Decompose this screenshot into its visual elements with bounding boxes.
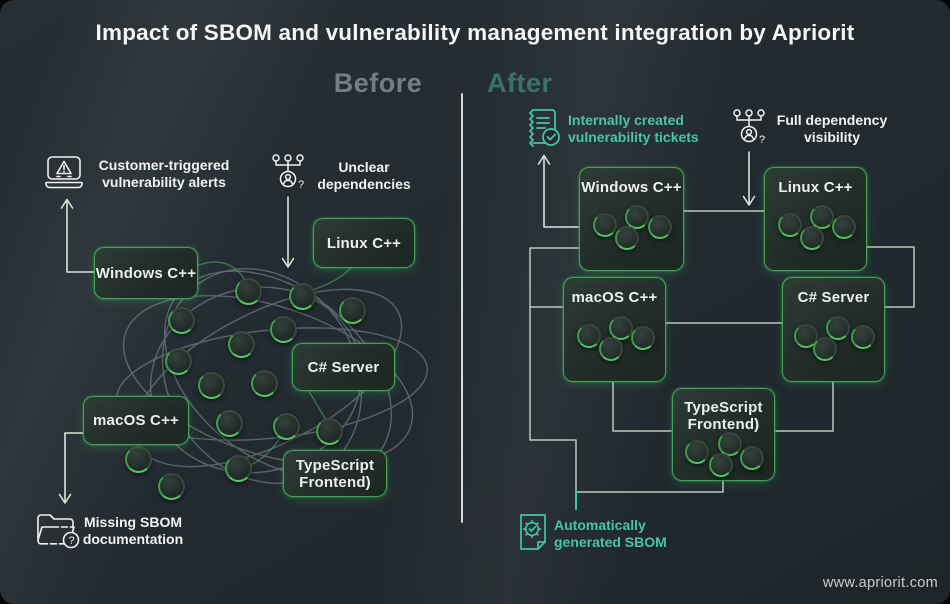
box-label: Windows C++	[581, 179, 682, 196]
box-label: macOS C++	[571, 289, 658, 306]
callout-vulnerability-tickets: Internally created vulnerability tickets	[568, 112, 699, 145]
component-dot	[832, 215, 856, 239]
dependency-node	[168, 307, 195, 334]
box-label: Linux C++	[778, 179, 853, 196]
component-dot	[648, 215, 672, 239]
sbom-doc-icon	[520, 514, 546, 550]
dependency-node	[316, 418, 343, 445]
dependency-node	[216, 410, 243, 437]
dependency-node	[125, 446, 152, 473]
dependency-graph-icon: ?	[733, 109, 765, 146]
component-dot	[631, 326, 655, 350]
page-title: Impact of SBOM and vulnerability managem…	[95, 20, 855, 45]
dependency-node	[198, 372, 225, 399]
component-dot	[800, 226, 824, 250]
component-dot	[718, 432, 742, 456]
ticket-doc-icon	[529, 109, 560, 147]
dependency-node	[235, 278, 262, 305]
box-windows-cpp-after: Windows C++	[579, 167, 684, 271]
box-csharp-server-before: C# Server	[292, 343, 395, 391]
box-linux-cpp-after: Linux C++	[764, 167, 867, 271]
component-dot	[609, 316, 633, 340]
alert-laptop-icon	[45, 156, 83, 189]
dependency-node	[289, 283, 316, 310]
component-dot	[778, 213, 802, 237]
box-label: macOS C++	[92, 412, 179, 429]
box-label: Linux C++	[326, 234, 402, 252]
dependency-node	[273, 413, 300, 440]
dependency-node	[270, 316, 297, 343]
box-label: TypeScript Frontend)	[295, 456, 375, 491]
component-dot	[851, 325, 875, 349]
box-linux-cpp-before: Linux C++	[313, 218, 415, 268]
component-dot	[615, 226, 639, 250]
svg-text:?: ?	[298, 179, 304, 191]
folder-question-icon: ?	[37, 514, 80, 549]
box-csharp-server-after: C# Server	[782, 277, 885, 382]
section-divider	[461, 93, 463, 523]
svg-text:?: ?	[759, 134, 765, 146]
callout-missing-sbom: Missing SBOM documentation	[82, 514, 184, 547]
dependency-node	[251, 370, 278, 397]
dependency-node	[228, 331, 255, 358]
callout-unclear-dependencies: Unclear dependencies	[317, 159, 411, 192]
svg-text:?: ?	[69, 535, 75, 547]
component-dot	[625, 205, 649, 229]
box-typescript-frontend-after: TypeScript Frontend)	[672, 388, 775, 481]
box-windows-cpp-before: Windows C++	[94, 247, 198, 299]
component-dot	[685, 440, 709, 464]
box-label: C# Server	[797, 289, 870, 306]
component-dot	[826, 316, 850, 340]
callout-customer-alerts: Customer-triggered vulnerability alerts	[98, 157, 230, 190]
dependency-graph-icon: ?	[272, 154, 304, 191]
box-macos-cpp-before: macOS C++	[83, 396, 189, 445]
component-dot	[810, 205, 834, 229]
dependency-node	[165, 348, 192, 375]
component-dot	[593, 213, 617, 237]
section-heading-after: After	[487, 68, 553, 98]
box-label: C# Server	[307, 358, 380, 376]
component-dot	[740, 446, 764, 470]
box-label: Windows C++	[95, 264, 197, 282]
component-dot	[813, 337, 837, 361]
box-typescript-frontend-before: TypeScript Frontend)	[283, 450, 387, 497]
component-dot	[709, 453, 733, 477]
dependency-node	[158, 473, 185, 500]
box-macos-cpp-after: macOS C++	[563, 277, 666, 382]
dependency-node	[339, 297, 366, 324]
dependency-node	[225, 455, 252, 482]
section-heading-before: Before	[333, 68, 423, 98]
component-dot	[577, 324, 601, 348]
callout-full-dependency-visibility: Full dependency visibility	[776, 112, 888, 145]
component-dot	[599, 337, 623, 361]
box-label: TypeScript Frontend)	[684, 399, 763, 433]
callout-generated-sbom: Automatically generated SBOM	[554, 517, 667, 550]
footer-link[interactable]: www.apriorit.com	[822, 575, 938, 591]
